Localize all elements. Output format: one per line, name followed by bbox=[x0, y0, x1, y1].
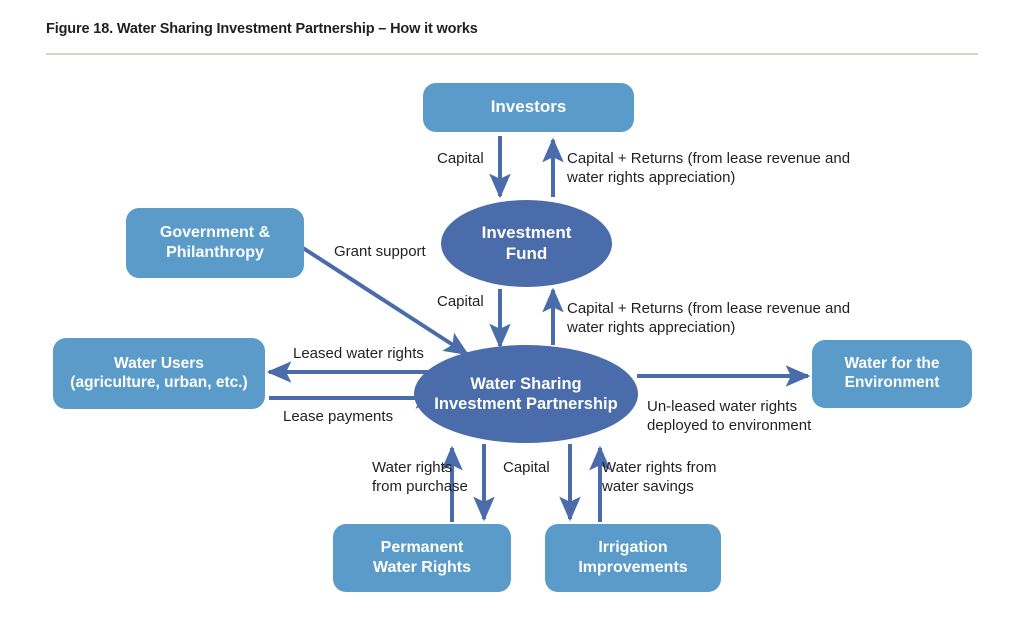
edge-label-unleased-water-rights: Un-leased water rights deployed to envir… bbox=[647, 398, 812, 434]
node-wsip-label: Water Sharing Investment Partnership bbox=[426, 374, 625, 414]
node-investors[interactable]: Investors bbox=[423, 83, 634, 132]
edge-label-capital-investors-to-fund: Capital bbox=[437, 150, 484, 167]
node-water-users-label: Water Users (agriculture, urban, etc.) bbox=[62, 355, 255, 393]
edge-label-returns-wsip-to-fund: Capital + Returns (from lease revenue an… bbox=[567, 300, 851, 336]
node-irrigation-line1: Irrigation bbox=[598, 539, 668, 557]
edge-label-lease-payments: Lease payments bbox=[283, 408, 394, 425]
node-permanent-label: Permanent Water Rights bbox=[365, 538, 479, 577]
node-environment-line1: Water for the bbox=[844, 355, 940, 373]
edge-label-grant-support: Grant support bbox=[334, 243, 426, 260]
node-investment-fund-line1: Investment bbox=[481, 222, 572, 242]
title-divider bbox=[46, 53, 978, 55]
arrow-government-to-wsip bbox=[301, 246, 470, 356]
node-permanent-line2: Water Rights bbox=[372, 559, 472, 576]
node-environment-line2: Environment bbox=[844, 374, 940, 391]
node-investment-fund[interactable]: Investment Fund bbox=[441, 200, 612, 287]
node-investment-fund-label: Investment Fund bbox=[474, 223, 580, 264]
node-wsip-line1: Water Sharing bbox=[470, 374, 582, 393]
node-water-sharing-investment-partnership[interactable]: Water Sharing Investment Partnership bbox=[414, 345, 638, 443]
node-permanent-water-rights[interactable]: Permanent Water Rights bbox=[333, 524, 511, 592]
node-permanent-line1: Permanent bbox=[380, 539, 464, 557]
node-water-for-the-environment[interactable]: Water for the Environment bbox=[812, 340, 972, 408]
node-environment-label: Water for the Environment bbox=[836, 355, 947, 393]
node-investment-fund-line2: Fund bbox=[505, 243, 548, 263]
node-government-line2: Philanthropy bbox=[166, 244, 264, 261]
edge-label-leased-water-rights: Leased water rights bbox=[293, 345, 424, 362]
edge-label-water-rights-from-savings: Water rights from water savings bbox=[602, 459, 717, 495]
node-investors-label: Investors bbox=[490, 97, 567, 117]
node-irrigation-improvements[interactable]: Irrigation Improvements bbox=[545, 524, 721, 592]
edge-label-returns-fund-to-investors: Capital + Returns (from lease revenue an… bbox=[567, 150, 851, 186]
node-water-users-line2: (agriculture, urban, etc.) bbox=[70, 373, 248, 391]
node-government-line1: Government & bbox=[159, 224, 271, 242]
node-irrigation-line2: Improvements bbox=[578, 559, 688, 576]
edge-label-water-rights-from-purchase: Water rights from purchase bbox=[372, 459, 468, 495]
edge-label-capital-wsip-to-permanent: Capital bbox=[503, 459, 550, 476]
node-water-users-line1: Water Users bbox=[114, 354, 204, 372]
node-irrigation-label: Irrigation Improvements bbox=[570, 538, 695, 577]
edge-label-capital-fund-to-wsip: Capital bbox=[437, 293, 484, 310]
node-government-philanthropy[interactable]: Government & Philanthropy bbox=[126, 208, 304, 278]
figure-title: Figure 18. Water Sharing Investment Part… bbox=[46, 21, 478, 37]
node-wsip-line2: Investment Partnership bbox=[434, 395, 618, 413]
node-water-users[interactable]: Water Users (agriculture, urban, etc.) bbox=[53, 338, 265, 409]
node-government-philanthropy-label: Government & Philanthropy bbox=[152, 223, 278, 262]
